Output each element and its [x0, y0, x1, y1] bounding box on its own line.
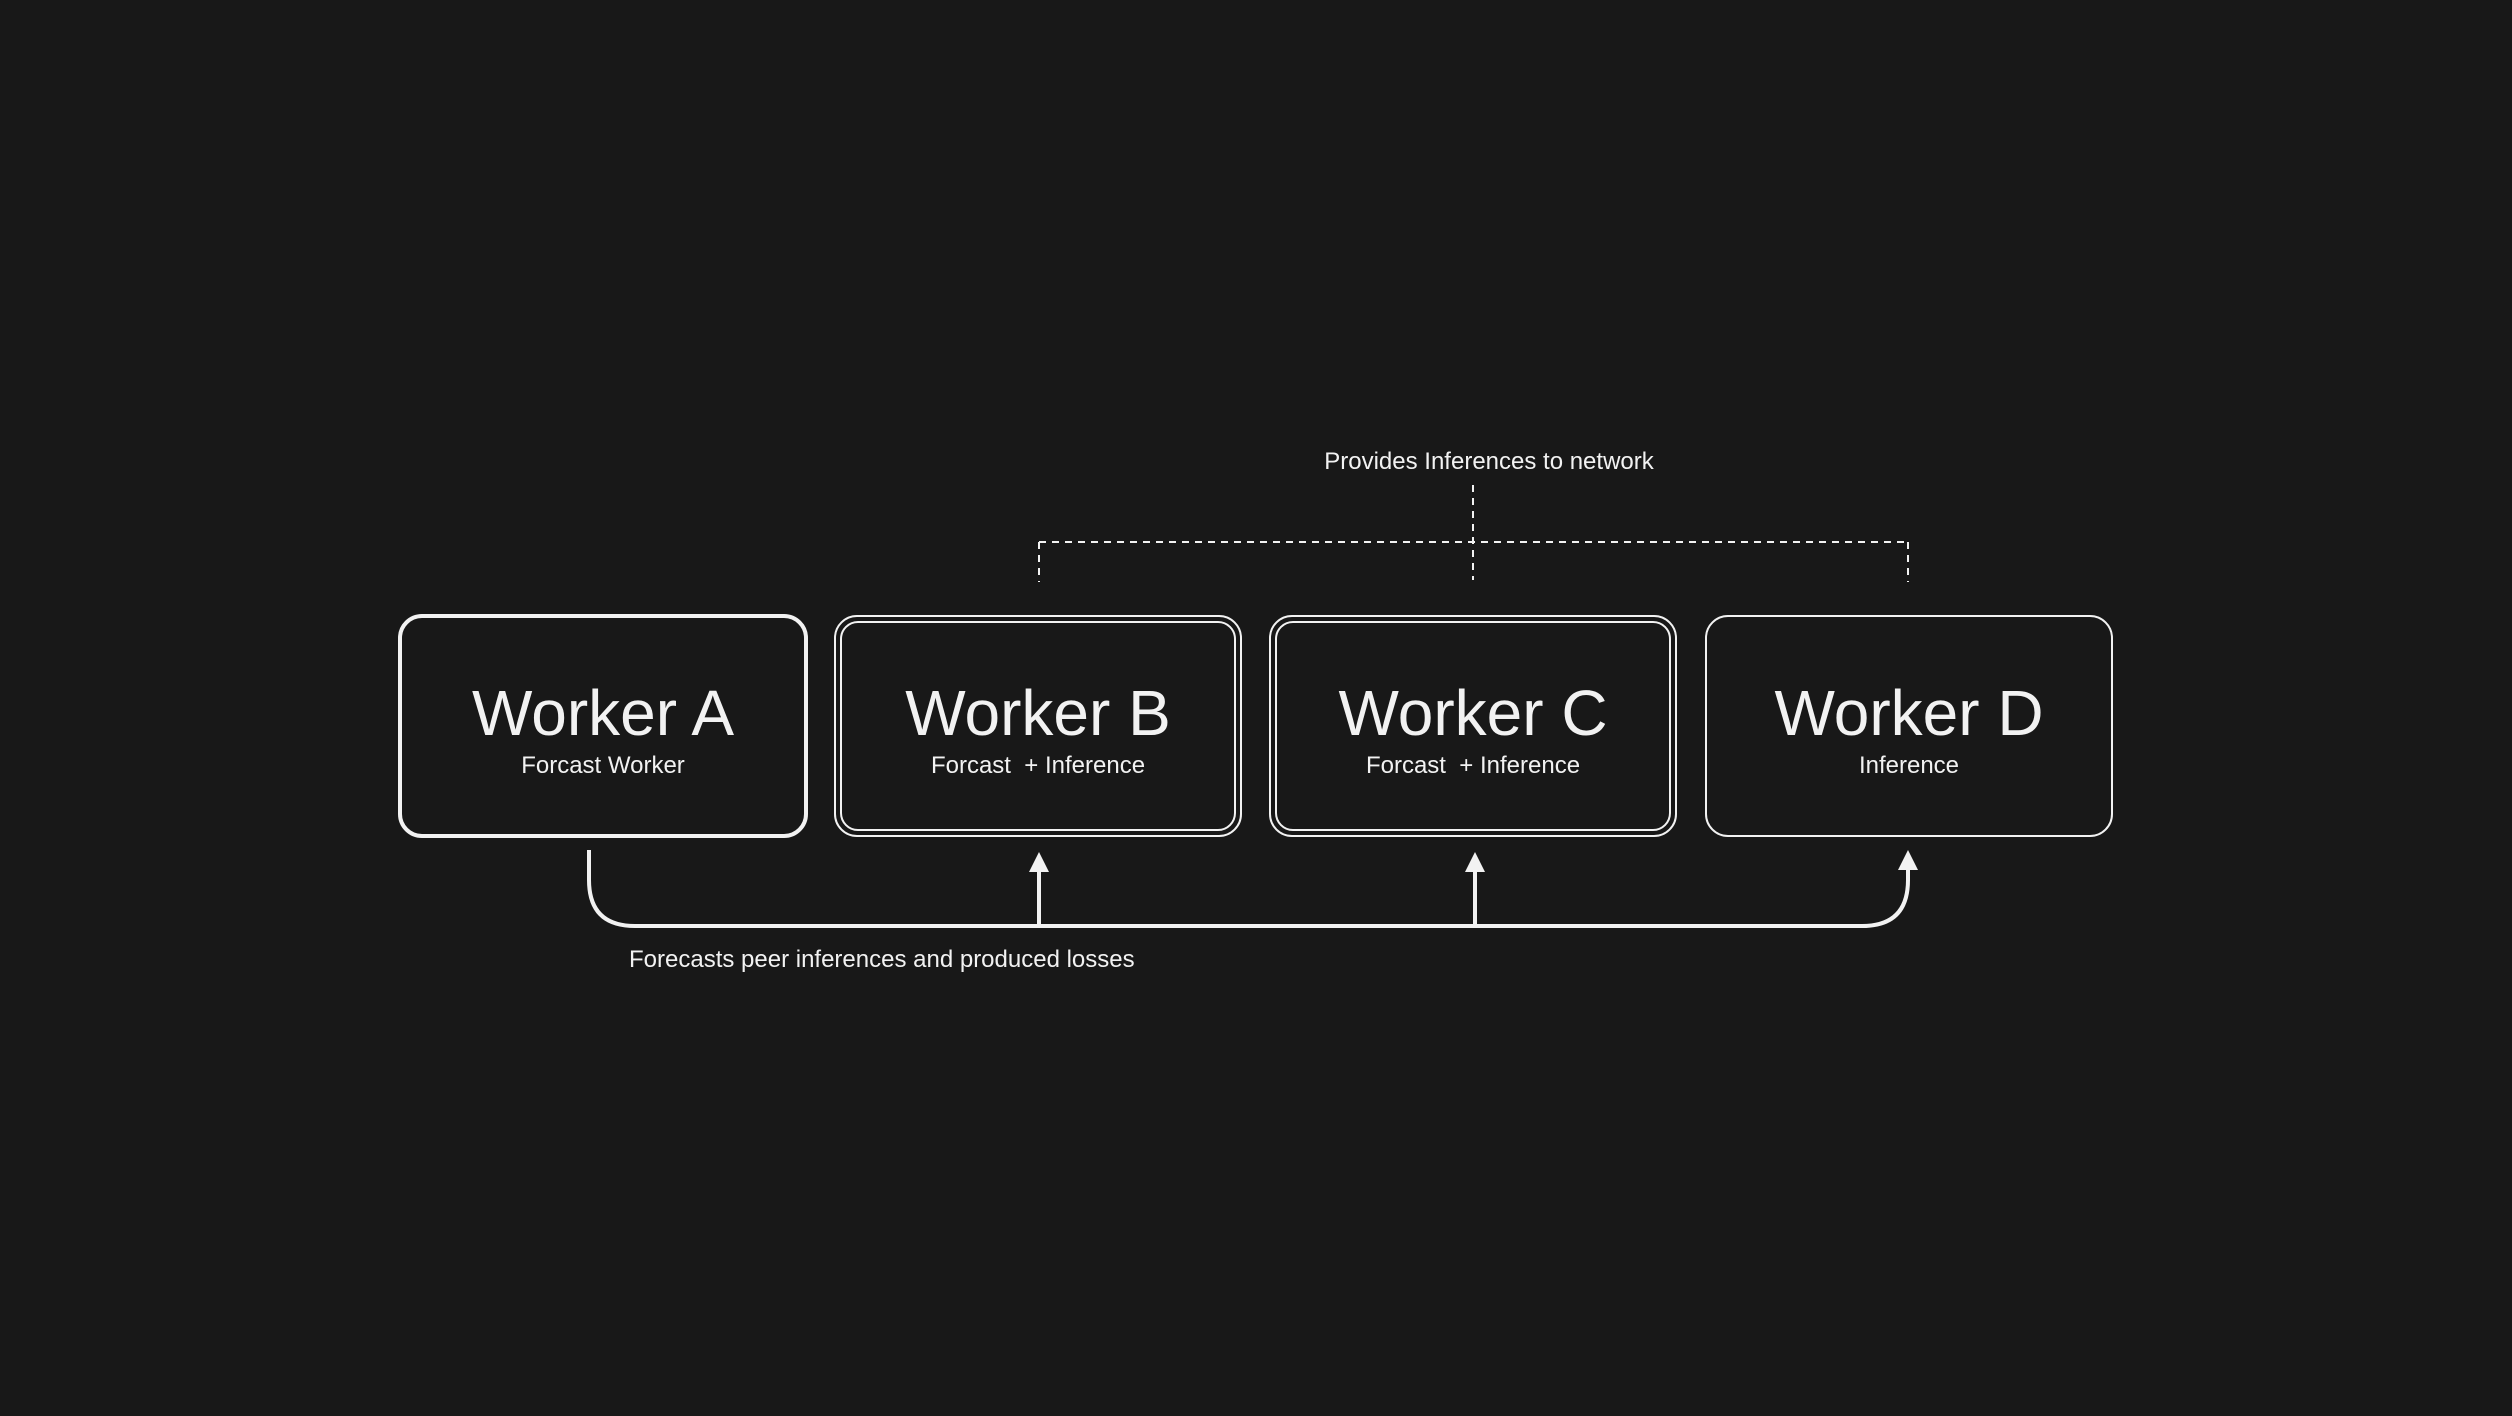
- top-label: Provides Inferences to network: [1324, 448, 1654, 475]
- worker-a-role: Forcast Worker: [521, 752, 685, 779]
- worker-b-box: Worker B Forcast + Inference: [834, 615, 1242, 837]
- bottom-label: Forecasts peer inferences and produced l…: [629, 946, 1135, 973]
- connector-line: [587, 850, 1910, 928]
- arrowhead-b-icon: [1029, 852, 1049, 872]
- arrowheads: [1029, 850, 1918, 872]
- worker-b-title: Worker B: [905, 677, 1171, 749]
- forecast-connector: [587, 850, 1910, 928]
- worker-a-title: Worker A: [472, 677, 734, 749]
- inference-bracket: [1038, 485, 1909, 582]
- arrowhead-d-icon: [1898, 850, 1918, 870]
- worker-b-role: Forcast + Inference: [931, 752, 1145, 779]
- worker-c-box: Worker C Forcast + Inference: [1269, 615, 1677, 837]
- worker-c-role: Forcast + Inference: [1366, 752, 1580, 779]
- worker-d-box: Worker D Inference: [1705, 615, 2113, 837]
- worker-a-box: Worker A Forcast Worker: [398, 614, 808, 838]
- worker-c-title: Worker C: [1338, 677, 1607, 749]
- arrowhead-c-icon: [1465, 852, 1485, 872]
- worker-d-title: Worker D: [1774, 677, 2043, 749]
- worker-d-role: Inference: [1859, 752, 1959, 779]
